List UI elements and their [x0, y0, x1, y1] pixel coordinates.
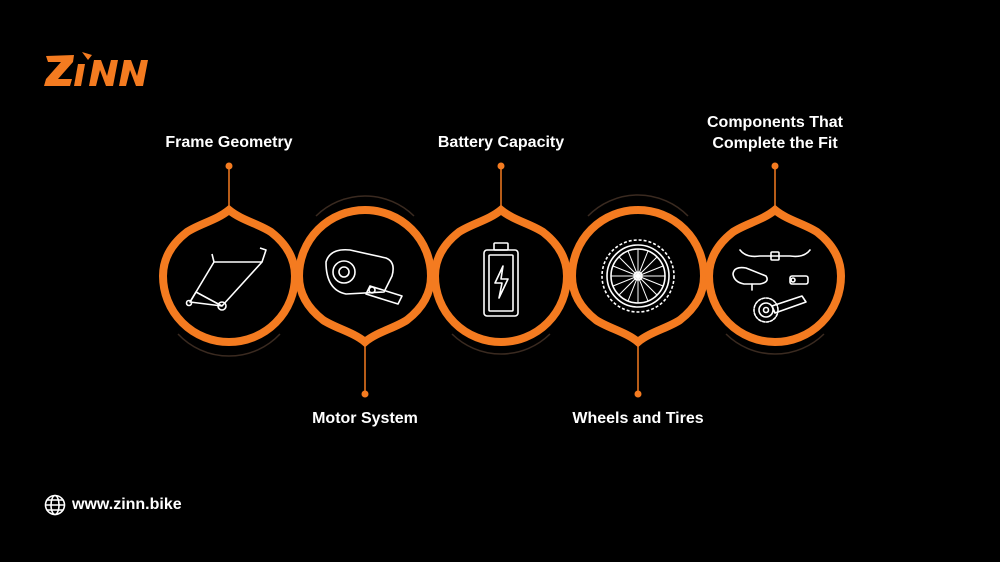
label-motor-system: Motor System: [312, 410, 418, 427]
battery-bolt-icon: [483, 242, 519, 317]
zinn-logo: [44, 52, 148, 86]
label-battery-capacity: Battery Capacity: [437, 134, 565, 151]
connector-dot: [361, 390, 369, 398]
drop-ring: [299, 210, 431, 342]
connector-dot: [497, 162, 505, 170]
step-battery-capacity: [435, 162, 567, 355]
website-footer[interactable]: www.zinn.bike: [44, 494, 182, 516]
components-icon: [732, 249, 811, 323]
label-wheels-and-tires: Wheels and Tires: [572, 410, 704, 427]
shadow-arc: [587, 194, 689, 217]
shadow-arc: [177, 333, 281, 357]
step-wheels-and-tires: [572, 194, 704, 398]
label-frame-geometry: Frame Geometry: [165, 134, 293, 151]
connector-dot: [225, 162, 233, 170]
step-frame-geometry: [163, 162, 295, 357]
wheel-icon: [601, 239, 675, 313]
bike-frame-icon: [185, 247, 267, 311]
mid-drive-motor-icon: [325, 248, 403, 305]
website-url[interactable]: www.zinn.bike: [72, 496, 182, 513]
connector-dot: [771, 162, 779, 170]
drop-ring: [709, 210, 841, 342]
shadow-arc: [451, 333, 551, 355]
connector-dot: [634, 390, 642, 398]
drop-ring: [163, 210, 295, 342]
shadow-arc: [315, 195, 415, 217]
label-components: Components That Complete the Fit: [707, 114, 843, 152]
globe-icon: [44, 494, 66, 516]
step-motor-system: [299, 195, 431, 398]
step-components: [709, 162, 841, 355]
shadow-arc: [725, 333, 825, 355]
